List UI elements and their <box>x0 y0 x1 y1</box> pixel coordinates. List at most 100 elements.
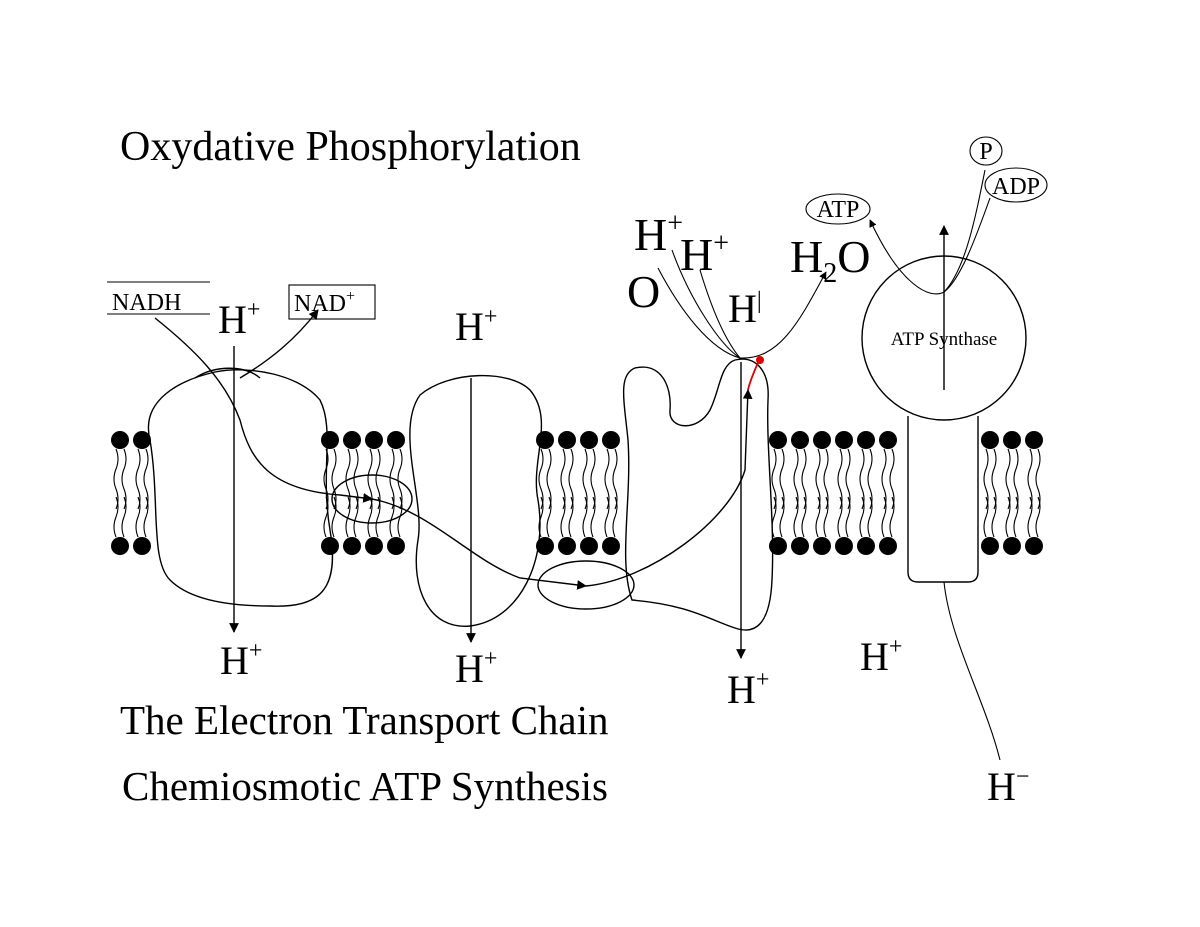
nad-label: NAD <box>294 291 346 317</box>
h-ion-complex-iv-bottom: H+ <box>727 667 769 712</box>
lipid-tail <box>823 496 829 538</box>
phospholipid-head <box>343 537 361 555</box>
phospholipid-head <box>857 537 875 555</box>
lipid-tail <box>859 496 865 538</box>
lipid-tail <box>135 448 141 510</box>
lipid-tail <box>353 448 359 510</box>
electron-path <box>154 309 753 590</box>
lipid-tail <box>113 496 119 538</box>
lipid-tail <box>560 496 566 538</box>
nadh-label: NADH <box>112 290 181 316</box>
lipid-tail <box>397 448 403 510</box>
phospholipid-head <box>536 537 554 555</box>
phospholipid-head <box>536 431 554 449</box>
lipid-tail <box>1005 496 1011 538</box>
h-ion-synthase-exit: H− <box>987 764 1029 809</box>
h-ion-synthase-entry: H+ <box>860 634 902 679</box>
phospholipid-head <box>365 537 383 555</box>
phospholipid-head <box>111 537 129 555</box>
caption-electron-transport-chain: The Electron Transport Chain <box>120 697 609 743</box>
phospholipid-head <box>387 431 405 449</box>
nad-charge: + <box>346 288 355 305</box>
lipid-tail <box>353 496 359 538</box>
nadh-label-group: NADH <box>107 281 210 316</box>
phospholipid-head <box>1025 537 1043 555</box>
h-ion-complex-iv-top: H| <box>728 286 762 331</box>
lipid-tail <box>135 496 141 538</box>
phospholipid-head <box>580 537 598 555</box>
lipid-tail <box>801 448 807 510</box>
lipid-tail <box>867 496 873 538</box>
h-ion-water-2: H+ <box>680 228 729 280</box>
lipid-tail <box>845 496 851 538</box>
phospholipid-head <box>835 537 853 555</box>
phospholipid-head <box>133 431 151 449</box>
phospholipid-head <box>111 431 129 449</box>
lipid-tail <box>367 496 373 538</box>
lipid-tail <box>612 496 618 538</box>
reaction-site-dot <box>756 356 764 364</box>
water-label: H2O <box>790 231 870 289</box>
lipid-tail <box>1013 496 1019 538</box>
complex-ii-ellipse <box>331 474 413 524</box>
lipid-tail <box>1035 496 1041 538</box>
lipid-tail <box>889 496 895 538</box>
lipid-tail <box>345 448 351 510</box>
lipid-tail <box>793 448 799 510</box>
diagram-title: Oxydative Phosphorylation <box>120 124 581 170</box>
oxygen-label: O <box>627 266 660 317</box>
phospholipid-head <box>321 537 339 555</box>
cytochrome-c-ellipse <box>537 560 635 610</box>
phospholipid-head <box>343 431 361 449</box>
lipid-tail <box>582 448 588 510</box>
lipid-tail <box>590 448 596 510</box>
phospholipid-head <box>1003 537 1021 555</box>
lipid-tail <box>837 448 843 510</box>
phospholipid-head <box>769 431 787 449</box>
phospholipid-head <box>387 537 405 555</box>
lipid-tail <box>771 448 777 510</box>
phospholipid-head <box>133 537 151 555</box>
nad-label-group: NAD+ <box>288 284 376 320</box>
h-ion-complex-iii-top: H+ <box>455 304 497 349</box>
atp-label: ATP <box>817 197 860 223</box>
lipid-tail <box>345 496 351 538</box>
phospholipid-head <box>981 431 999 449</box>
lipid-tail <box>823 448 829 510</box>
lipid-tail <box>604 496 610 538</box>
h-ion-complex-iii-bottom: H+ <box>455 646 497 691</box>
lipid-tail <box>389 496 395 538</box>
lipid-tail <box>815 448 821 510</box>
lipid-tail <box>1027 496 1033 538</box>
h-ion-complex-i-top: H+ <box>218 297 260 342</box>
lipid-tail <box>113 448 119 510</box>
lipid-tail <box>837 496 843 538</box>
lipid-tail <box>1027 448 1033 510</box>
phospholipid-head <box>321 431 339 449</box>
lipid-tail <box>604 448 610 510</box>
lipid-tail <box>1035 448 1041 510</box>
lipid-tail <box>991 496 997 538</box>
lipid-tail <box>538 448 544 510</box>
atp-synthesis-lines <box>869 169 991 295</box>
lipid-tail <box>375 448 381 510</box>
complex-i <box>147 369 334 607</box>
proton-pump-arrows <box>229 225 949 659</box>
lipid-tail <box>143 448 149 510</box>
lipid-tail <box>983 496 989 538</box>
phospholipid-head <box>879 537 897 555</box>
phospholipid-head <box>981 537 999 555</box>
phospholipid-head <box>1025 431 1043 449</box>
phospholipid-head <box>580 431 598 449</box>
phospholipid-head <box>857 431 875 449</box>
lipid-tail <box>779 496 785 538</box>
lipid-tail <box>546 448 552 510</box>
phospholipid-head <box>558 537 576 555</box>
caption-chemiosmotic-atp-synthesis: Chemiosmotic ATP Synthesis <box>122 763 608 809</box>
lipid-tail <box>881 448 887 510</box>
lipid-tail <box>568 496 574 538</box>
lipid-tail <box>323 448 329 510</box>
h-ion-water-1: H+ <box>634 208 683 260</box>
phospholipid-head <box>1003 431 1021 449</box>
